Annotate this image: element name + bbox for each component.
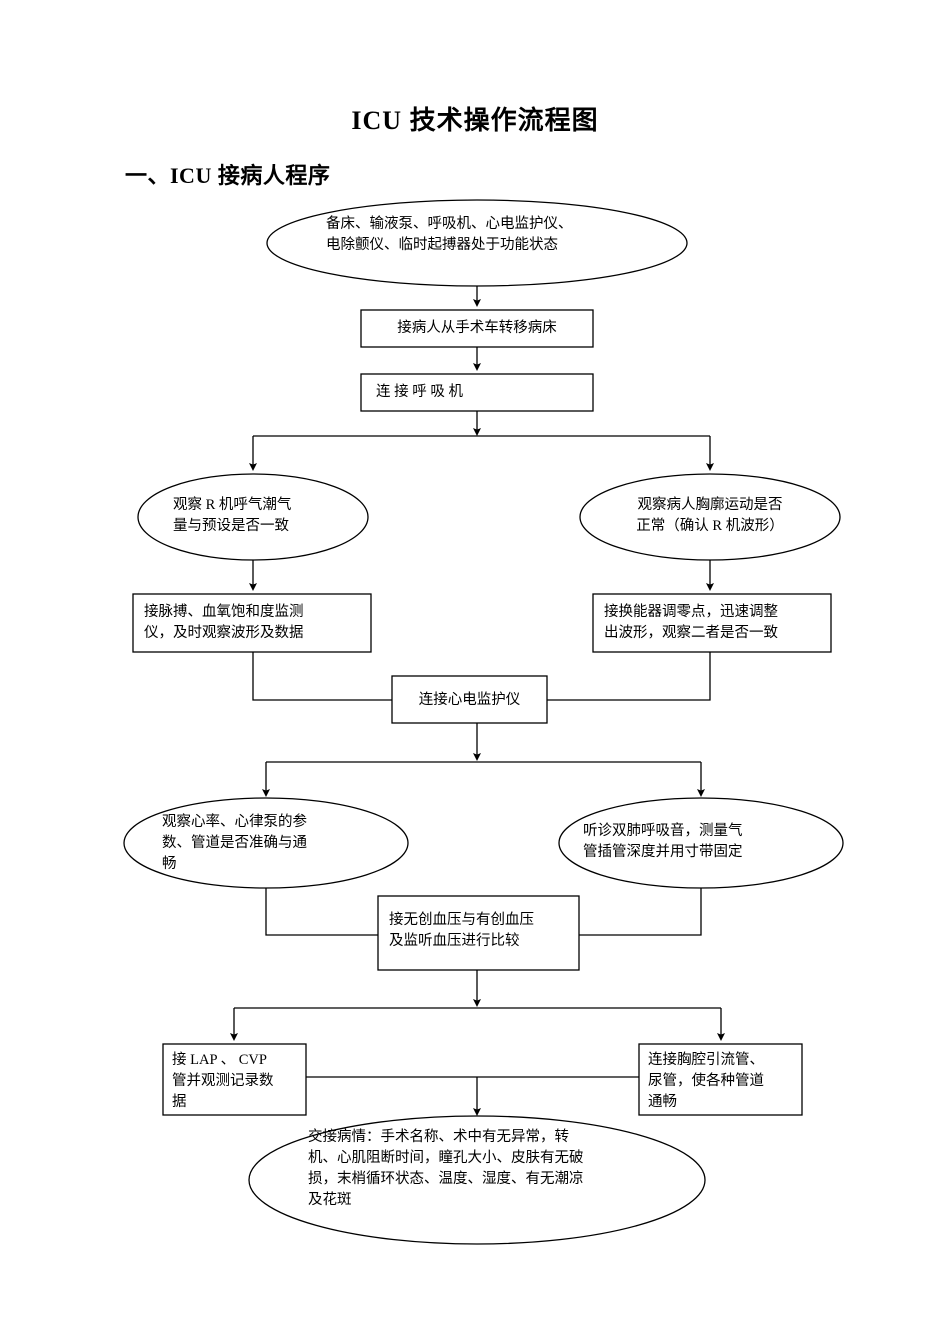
node-shape-n12 (162, 1043, 307, 1116)
node-label-n8: 连接心电监护仪 (418, 692, 521, 708)
edge-n10-n11 (579, 888, 702, 936)
node-shape-n14 (248, 1115, 706, 1245)
section-heading: 一、ICU 接病人程序 (125, 163, 331, 188)
node-label-n12: 接 LAP 、 CVP 管并观测记录数 据 (172, 1052, 274, 1111)
node-label-n2: 接病人从手术车转移病床 (397, 320, 557, 336)
node-shape-n11 (377, 895, 580, 971)
edge-n9-n11 (265, 888, 378, 936)
node-shape-n13 (638, 1043, 803, 1116)
node-label-n4: 观察 R 机呼气潮气 量与预设是否一致 (173, 497, 292, 535)
node-label-n14: 交接病情：手术名称、术中有无异常，转 机、心肌阻断时间，瞳孔大小、皮肤有无破 损… (308, 1129, 584, 1209)
edge-n7-n8 (547, 652, 711, 701)
node-label-n11: 接无创血压与有创血压 及监听血压进行比较 (389, 912, 534, 950)
node-shape-n8 (391, 675, 548, 724)
node-shape-n2 (360, 309, 594, 348)
node-label-n10: 听诊双肺呼吸音，测量气 管插管深度并用寸带固定 (583, 823, 743, 861)
node-label-n6: 接脉搏、血氧饱和度监测 仪，及时观察波形及数据 (144, 604, 304, 642)
node-label-n7: 接换能器调零点，迅速调整 出波形，观察二者是否一致 (604, 604, 778, 642)
node-shape-n6 (132, 593, 372, 653)
node-label-n9: 观察心率、心律泵的参 数、管道是否准确与通 畅 (162, 814, 307, 873)
node-label-n5: 观察病人胸廓运动是否 正常（确认 R 机波形） (636, 497, 784, 535)
node-label-n3: 连 接 呼 吸 机 (376, 384, 463, 400)
node-shape-n7 (592, 593, 832, 653)
edge-n6-n8 (252, 652, 392, 701)
node-label-n13: 连接胸腔引流管、 尿管，使各种管道 通畅 (648, 1052, 764, 1111)
node-label-n1: 备床、输液泵、呼吸机、心电监护仪、 电除颤仪、临时起搏器处于功能状态 (326, 216, 573, 254)
page-title: ICU 技术操作流程图 (351, 106, 599, 135)
